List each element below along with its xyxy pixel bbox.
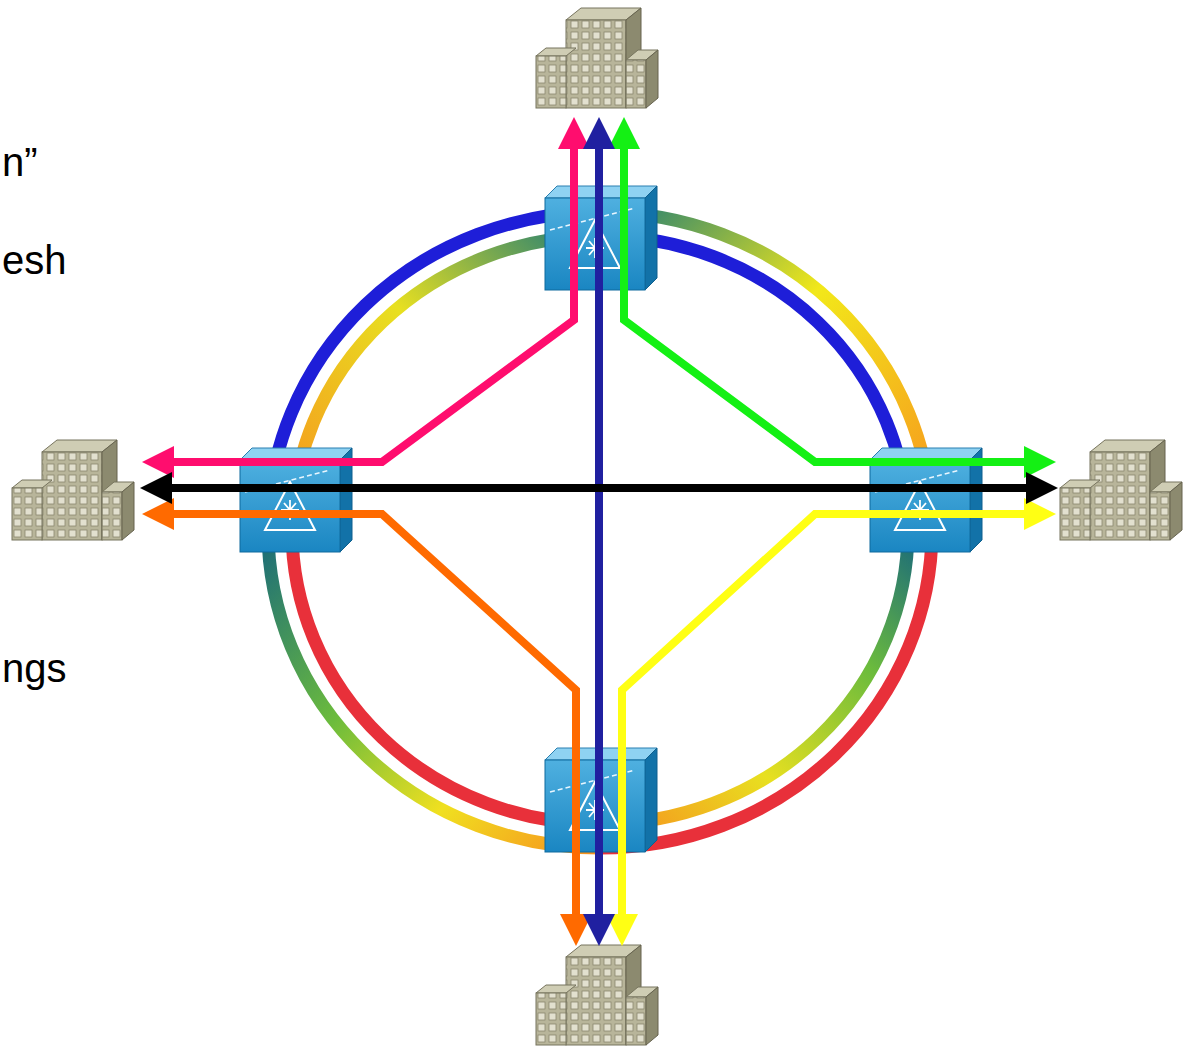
path-arrow <box>622 514 1040 930</box>
path-arrow <box>158 133 574 462</box>
path-arrow <box>156 484 1042 492</box>
slide-text-fragment: n” <box>2 142 38 182</box>
building <box>536 8 658 108</box>
path-arrow <box>624 133 1040 462</box>
path-arrow <box>595 133 603 930</box>
building <box>1060 440 1182 540</box>
slide-text-fragment: esh <box>2 240 67 280</box>
slide-text-fragment: ngs <box>2 648 67 688</box>
building <box>536 945 658 1045</box>
path-arrow <box>158 514 576 930</box>
building <box>12 440 134 540</box>
